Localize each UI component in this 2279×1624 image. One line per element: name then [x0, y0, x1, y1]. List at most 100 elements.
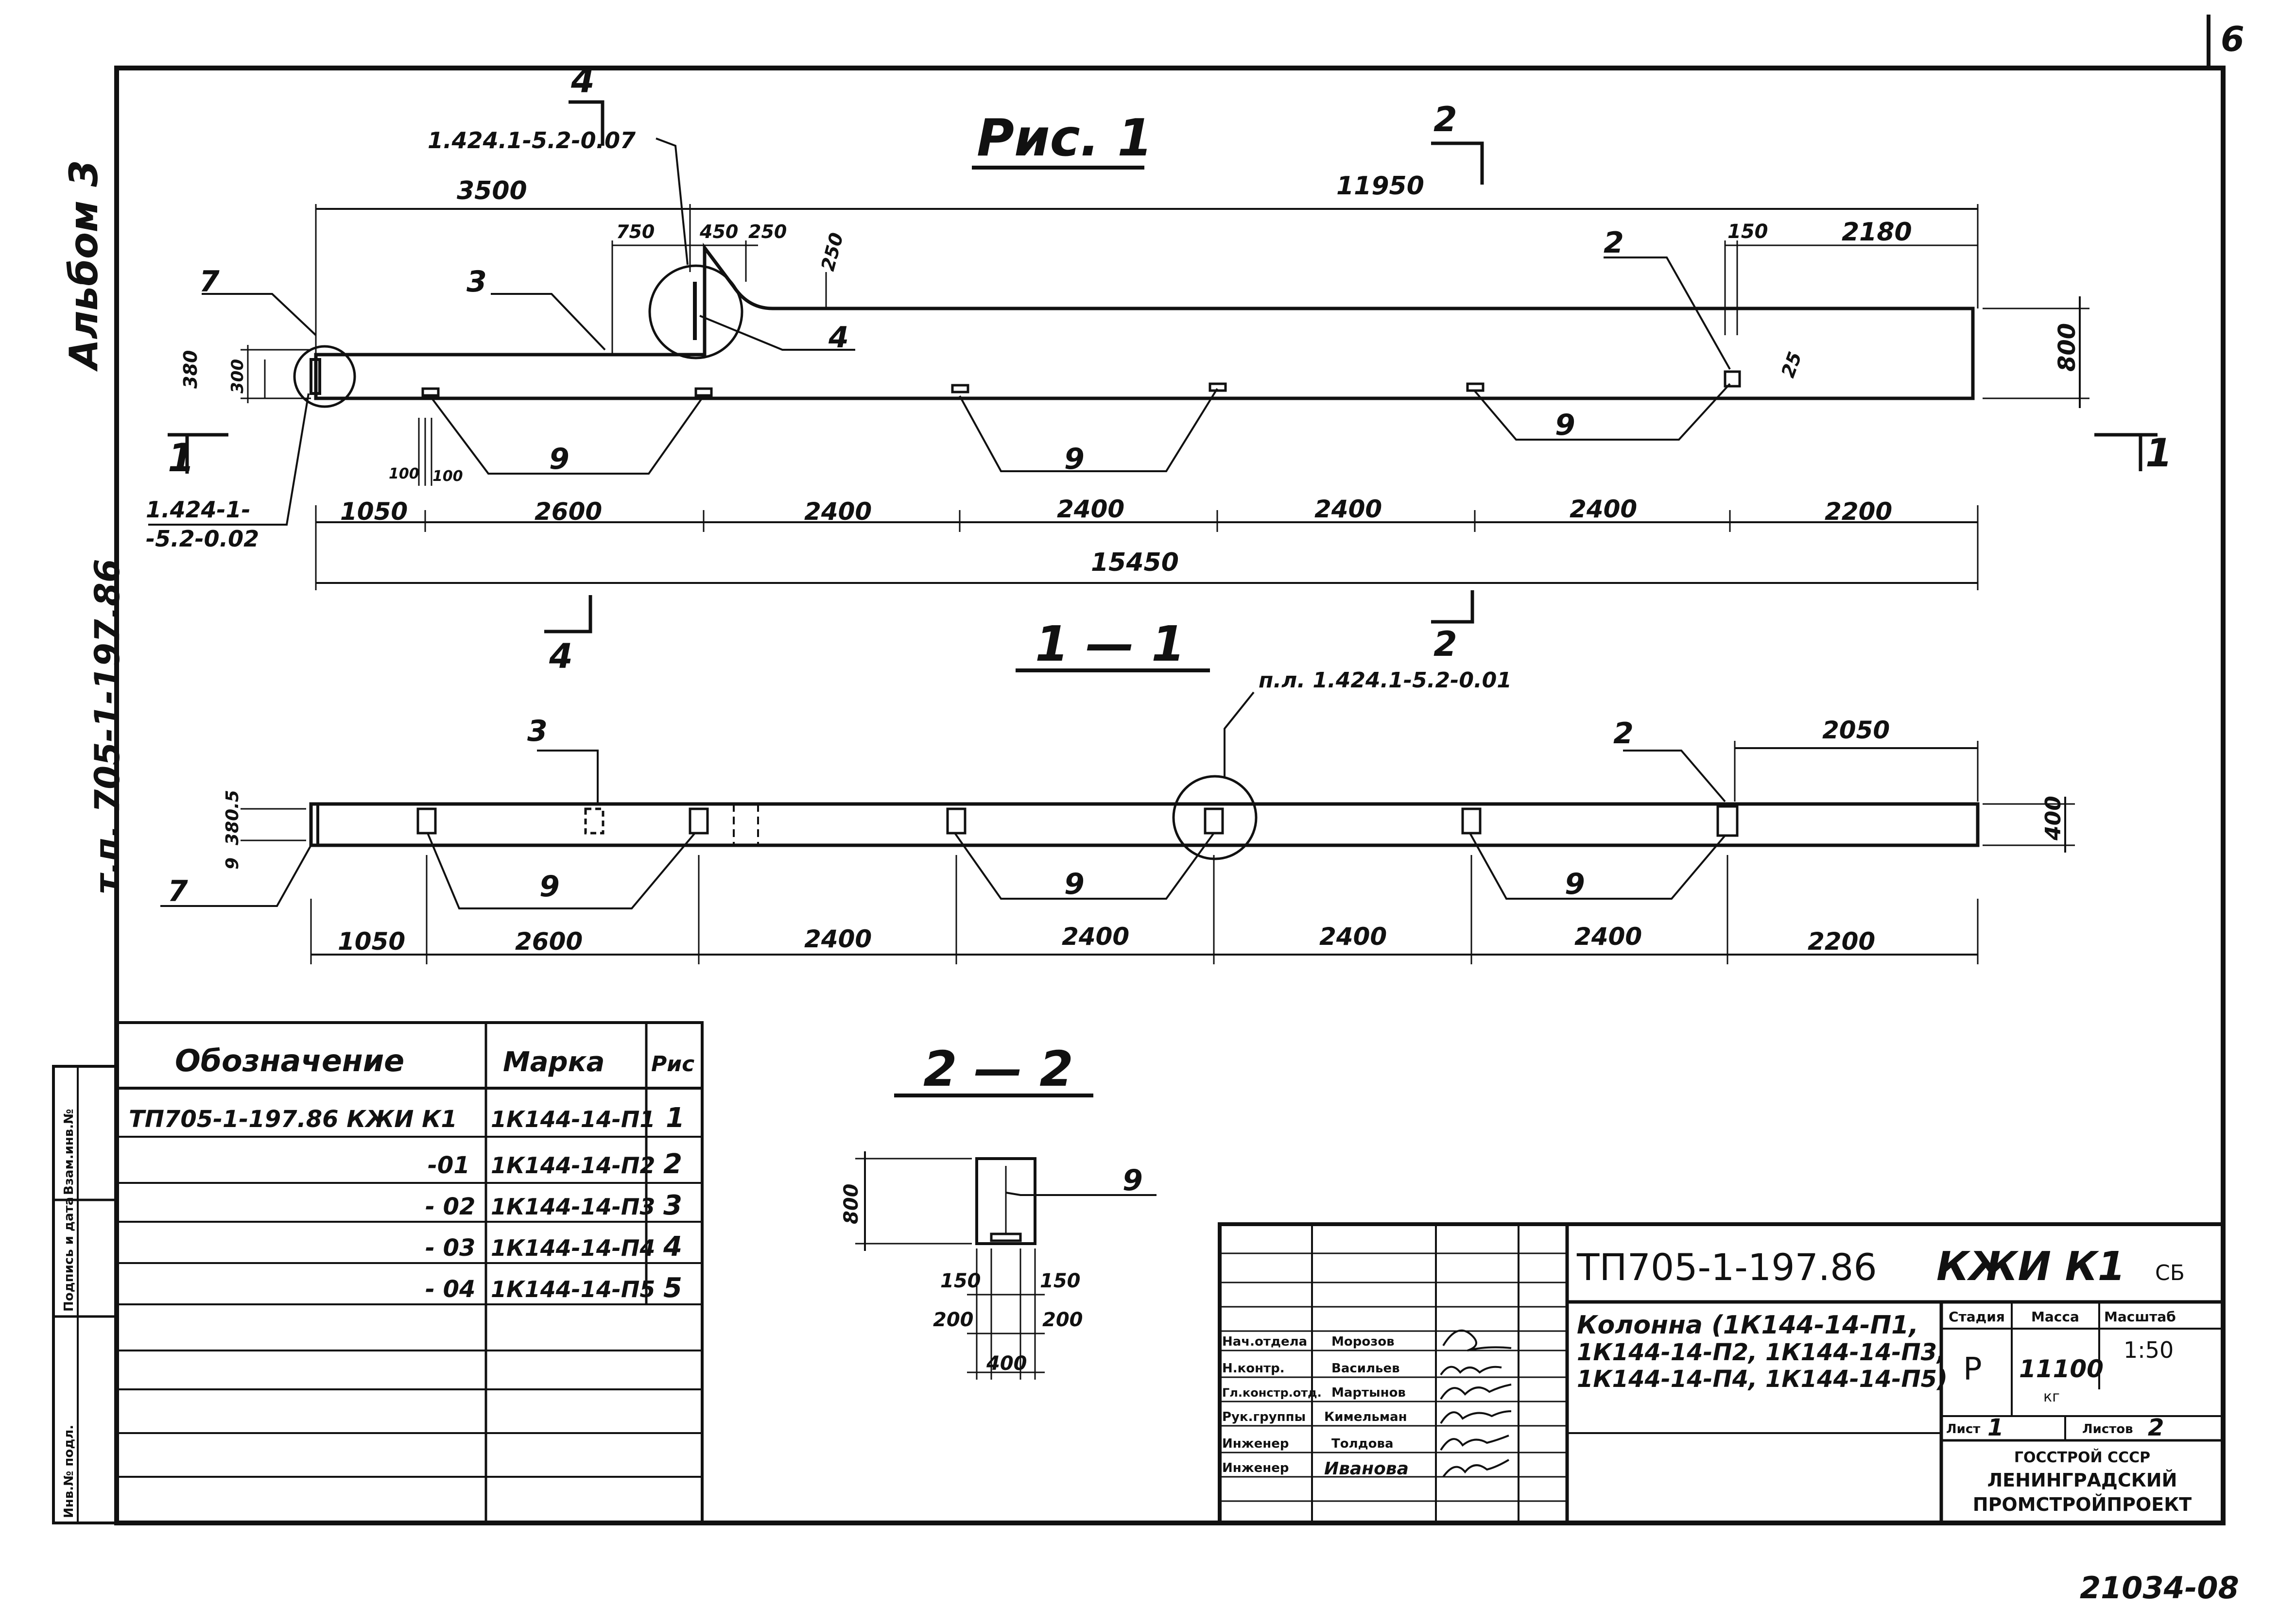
dim-b-2400-1: 2400 [804, 497, 872, 526]
plan-dim-ticks [426, 855, 1728, 964]
section-mark-1-left: 1 [168, 435, 195, 480]
plan-callout-2: 2 [1613, 717, 1634, 751]
tb-name-line-3: 1К144-14-П4, 1К144-14-П5) [1577, 1366, 1948, 1393]
tb-role-2: Н.контр. [1222, 1361, 1285, 1376]
callout-2: 2 [1604, 226, 1624, 260]
s22-dim-800: 800 [840, 1184, 863, 1225]
plan-dim-2400-3: 2400 [1319, 923, 1387, 951]
plan-callout-9-c: 9 [1565, 867, 1585, 901]
callout-7: 7 [199, 265, 220, 299]
tb-name-6: Иванова [1324, 1459, 1409, 1479]
section-2-2: 2 — 2 9 800 150 150 200 200 400 [840, 1041, 1157, 1380]
plan-callout-9-b: 9 [1064, 867, 1085, 901]
dim-overall-15450: 15450 [1091, 548, 1179, 577]
plan-dim-400: 400 [2041, 796, 2066, 841]
drawing-frame [114, 66, 2226, 1525]
tb-name-3: Мартынов [1331, 1385, 1406, 1400]
section-mark-4-bottom: 4 [549, 636, 573, 676]
section-mark-1-right: 1 [2145, 430, 2173, 476]
spec-row-1-fig: 1 [666, 1102, 685, 1134]
figure-1-title: Рис. 1 [977, 108, 1153, 168]
tb-sheets: 2 [2148, 1414, 2164, 1441]
spec-row-3-designation: - 02 [425, 1193, 475, 1220]
dim-chain-ticks [424, 510, 1731, 532]
plan-callout-3: 3 [527, 714, 548, 748]
s22-dim-150-left: 150 [940, 1270, 981, 1292]
ref-left-1: 1.424-1- [146, 496, 251, 523]
tb-org-1: ГОССТРОЙ СССР [2014, 1449, 2150, 1466]
signatures [1440, 1329, 1512, 1478]
callout-9-a: 9 [549, 442, 570, 476]
dim-150: 150 [1727, 221, 1768, 243]
dim-b-2400-4: 2400 [1570, 495, 1637, 523]
dim-380: 380 [180, 350, 201, 389]
tb-role-3: Гл.констр.отд. [1222, 1386, 1322, 1400]
tb-role-6: Инженер [1222, 1461, 1289, 1475]
title-block: Нач.отдела Морозов Н.контр. Васильев Гл.… [1218, 1222, 2225, 1525]
dim-100-a: 100 [389, 465, 419, 482]
tb-stage: Р [1963, 1351, 1982, 1387]
archive-number: 21034-08 [2080, 1570, 2239, 1606]
plan-dim-380: 380.5 [223, 790, 242, 845]
spec-row-4-designation: - 03 [425, 1234, 475, 1262]
section-mark-4-top: 4 [570, 61, 595, 101]
figure-1: Рис. 1 [146, 61, 2173, 676]
dim-b-1050: 1050 [340, 497, 408, 526]
s22-dim-150-right: 150 [1040, 1270, 1081, 1292]
callout-4: 4 [828, 321, 849, 355]
tb-role-4: Рук.группы [1222, 1410, 1306, 1424]
embedded-plates [421, 370, 1741, 397]
dim-450: 450 [699, 221, 738, 242]
strip-label-vzam: Взам.инв.№ [62, 1109, 76, 1195]
tb-name-2: Васильев [1331, 1361, 1400, 1376]
spec-row-1-mark: 1К144-14-П1 [491, 1106, 655, 1132]
dim-100-b: 100 [432, 468, 463, 485]
plan-dim-2200: 2200 [1808, 927, 1875, 956]
tb-sheets-label: Листов [2082, 1422, 2133, 1436]
spec-header-mark: Марка [503, 1046, 604, 1078]
section-1-1-title: 1 — 1 [1035, 615, 1185, 672]
plan-dim-2600: 2600 [515, 927, 583, 956]
column-plan [309, 802, 1980, 847]
dim-250-a: 250 [748, 221, 787, 242]
detail-circle-left [293, 345, 356, 408]
tb-name-1: Морозов [1331, 1334, 1395, 1349]
dim-b-2200: 2200 [1825, 497, 1892, 526]
dim-b-2600: 2600 [535, 497, 602, 526]
section-mark-2-top: 2 [1433, 100, 1457, 139]
spec-row-5-fig: 5 [663, 1272, 682, 1304]
tb-scale: 1:50 [2124, 1337, 2174, 1363]
dim-b-2400-3: 2400 [1314, 495, 1382, 523]
dim-250-b: 250 [817, 230, 847, 273]
spec-header-fig: Рис [651, 1052, 694, 1077]
tb-sheet-label: Лист [1946, 1422, 1980, 1436]
spec-row-4-mark: 1К144-14-П4 [491, 1235, 655, 1261]
ref-left-2: -5.2-0.02 [146, 526, 259, 552]
spec-row-4-fig: 4 [663, 1231, 682, 1263]
tb-name-line-1: Колонна (1К144-14-П1, [1577, 1311, 1918, 1340]
plan-dim-2400-4: 2400 [1574, 923, 1642, 951]
album-label: Альбом 3 [61, 160, 106, 372]
approval-strip: Инв.№ подл. Подпись и дата Взам.инв.№ [52, 1065, 118, 1524]
tb-doc-code: ТП705-1-197.86 [1576, 1246, 1877, 1289]
spec-row-5-mark: 1К144-14-П5 [491, 1276, 655, 1302]
tb-stage-label: Стадия [1949, 1309, 2005, 1325]
dim-3500: 3500 [457, 176, 527, 205]
spec-row-2-mark: 1К144-14-П2 [491, 1152, 655, 1179]
tb-role-5: Инженер [1222, 1436, 1289, 1451]
plan-dim-2400-2: 2400 [1062, 923, 1129, 951]
detail-circle-plan [1172, 775, 1258, 860]
page-number: 6 [2221, 19, 2244, 59]
dim-800: 800 [2054, 323, 2081, 372]
dim-25: 25 [1777, 349, 1806, 380]
dim-300: 300 [228, 359, 247, 393]
tb-mark: КЖИ К1 [1936, 1244, 2125, 1290]
callout-3: 3 [466, 265, 487, 299]
tb-name-line-2: 1К144-14-П2, 1К144-14-П3, [1577, 1339, 1946, 1366]
detail-circle-4 [648, 264, 743, 359]
plan-dim-2400-1: 2400 [804, 925, 872, 953]
spec-table: Обозначение Марка Рис ТП705-1-197.86 КЖИ… [115, 1021, 704, 1524]
tb-name-5: Толдова [1331, 1436, 1394, 1451]
dim-750: 750 [616, 221, 655, 242]
